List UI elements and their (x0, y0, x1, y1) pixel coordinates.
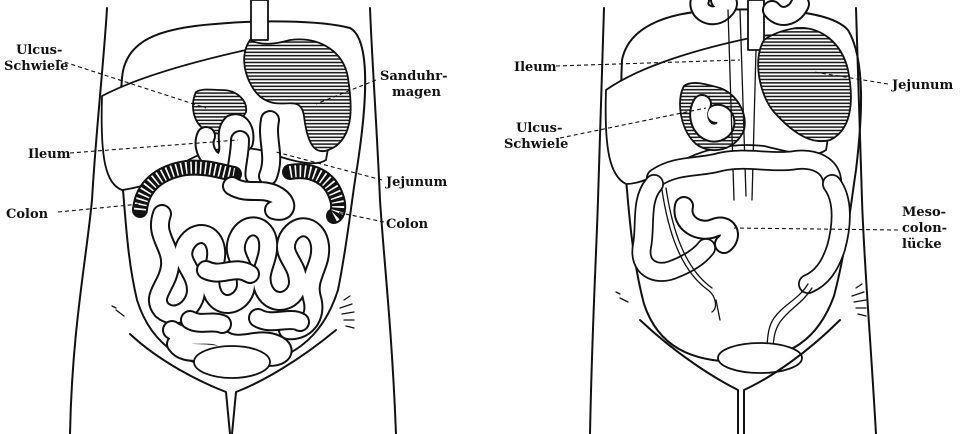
left-label-ulcus-2: Schwiele (4, 59, 68, 74)
left-label-ileum: Ileum (28, 147, 71, 162)
left-small-intestine (158, 186, 320, 357)
left-label-jejunum: Jejunum (385, 175, 447, 190)
right-esophagus (748, 0, 764, 50)
right-groin (640, 320, 840, 434)
left-label-sanduhr-1: Sanduhr- (380, 69, 448, 84)
left-esophagus (251, 0, 268, 40)
left-label-sanduhr-2: magen (392, 85, 442, 100)
left-body-outline (70, 8, 107, 434)
left-leader-colon-left (58, 204, 140, 212)
left-label-ulcus-1: Ulcus- (16, 43, 62, 58)
right-label-jejunum: Jejunum (891, 78, 953, 93)
right-label-ileum: Ileum (514, 60, 557, 75)
right-bladder (718, 343, 802, 373)
right-label-ulcus-2: Schwiele (504, 137, 568, 152)
right-leader-meso (734, 228, 898, 230)
left-panel: Ulcus- Schwiele Sanduhr- magen Ileum Jej… (4, 0, 448, 434)
right-label-meso-1: Meso- (902, 205, 946, 220)
left-label-colon-right: Colon (386, 217, 429, 232)
right-label-meso-3: lücke (902, 237, 942, 252)
right-panel: Ileum Jejunum Ulcus- Schwiele Meso- colo… (504, 0, 953, 434)
left-bladder (194, 346, 270, 378)
right-body-outline (590, 8, 604, 434)
left-label-colon-left: Colon (6, 207, 49, 222)
right-label-meso-2: colon- (902, 221, 947, 236)
right-label-ulcus-1: Ulcus- (516, 121, 562, 136)
